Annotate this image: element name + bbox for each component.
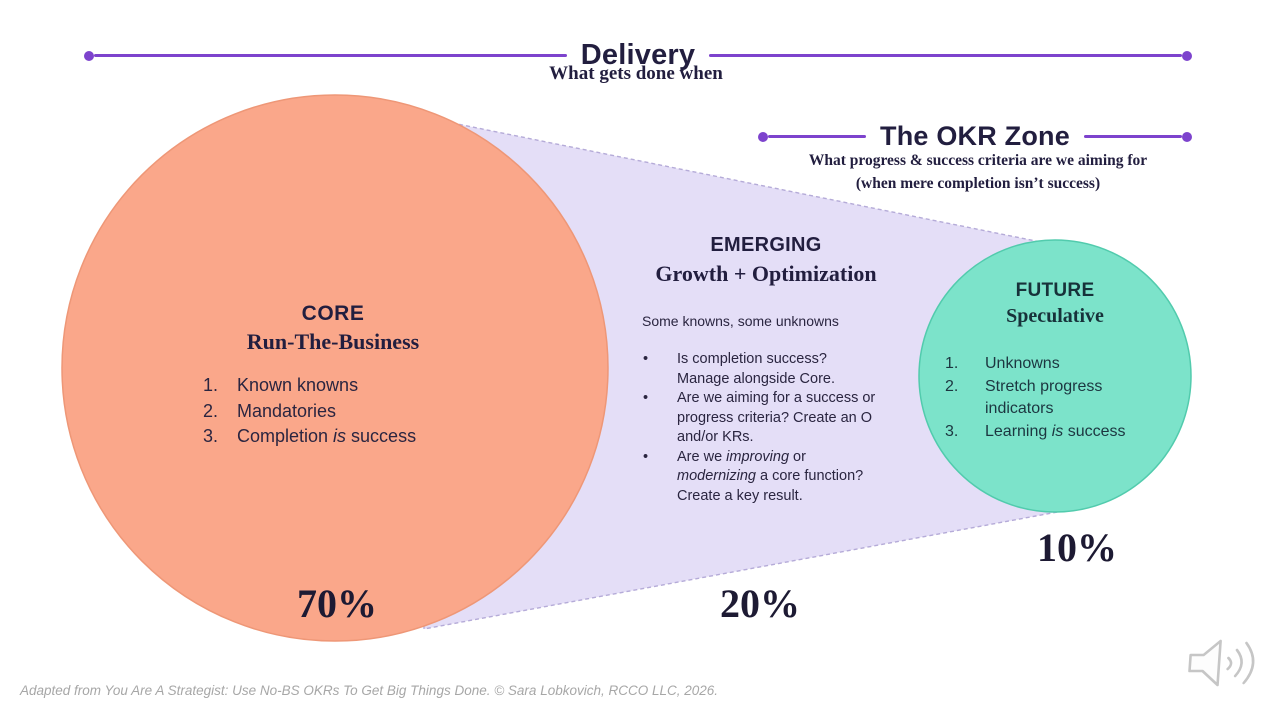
list-text: Unknowns xyxy=(985,355,1060,372)
okr-zone-subtitle-line2: (when mere completion isn’t success) xyxy=(855,175,1101,192)
emerging-percent: 20% xyxy=(720,581,800,626)
future-circle xyxy=(918,239,1192,513)
bullet-item: Are we aiming for a success or progress … xyxy=(643,389,905,448)
header-line-right xyxy=(1083,135,1182,138)
delivery-header: Delivery xyxy=(84,39,1192,72)
list-item: 3. Completion is success xyxy=(203,424,416,450)
speaker-icon[interactable] xyxy=(1180,630,1265,698)
okr-zone-subtitle-line1: What progress & success criteria are we … xyxy=(808,152,1148,169)
list-text: Completion is success xyxy=(237,426,417,446)
emerging-bullet-list: Is completion success? Manage alongside … xyxy=(643,350,905,506)
emerging-heading-block: EMERGING Growth + Optimization xyxy=(616,234,916,287)
bullet-marker xyxy=(643,350,677,389)
list-number: 2. xyxy=(203,400,219,421)
emerging-subheading: Growth + Optimization xyxy=(655,261,877,286)
list-text: Learning is success xyxy=(985,422,1126,440)
header-dot-right xyxy=(1182,131,1192,142)
core-heading: CORE xyxy=(301,302,365,325)
future-list: 1. Unknowns 2. Stretch progress indicato… xyxy=(945,353,1126,443)
delivery-subtitle: What gets done when xyxy=(549,63,723,84)
future-percent: 10% xyxy=(1037,525,1117,570)
list-number: 2. xyxy=(945,377,959,395)
okr-zone-title: The OKR Zone xyxy=(880,121,1070,151)
bullet-text: Are we improving or modernizing a core f… xyxy=(677,448,864,504)
list-item: 1. Unknowns xyxy=(945,353,1126,376)
future-heading: FUTURE xyxy=(1015,280,1095,301)
header-line-left xyxy=(768,135,867,138)
core-heading-block: CORE Run-The-Business xyxy=(133,302,533,355)
list-item: 3. Learning is success xyxy=(945,421,1126,444)
delivery-title: Delivery xyxy=(580,39,696,71)
core-circle xyxy=(61,94,609,642)
okr-zone-header: The OKR Zone xyxy=(758,121,1192,152)
list-number: 1. xyxy=(203,375,219,395)
bullet-text: Are we aiming for a success or progress … xyxy=(677,390,876,445)
bullet-item: Is completion success? Manage alongside … xyxy=(643,350,905,389)
list-number: 3. xyxy=(945,422,959,440)
list-text: Known knowns xyxy=(237,375,359,395)
emerging-heading: EMERGING xyxy=(710,234,822,256)
bullet-marker xyxy=(643,389,677,448)
list-text: Stretch progress indicators xyxy=(985,377,1103,418)
list-item: 1. Known knowns xyxy=(203,373,416,399)
list-number: 3. xyxy=(203,426,219,446)
list-number: 1. xyxy=(945,355,959,372)
core-subheading: Run-The-Business xyxy=(246,329,420,354)
future-heading-block: FUTURE Speculative xyxy=(955,280,1155,328)
emerging-note: Some knowns, some unknowns xyxy=(642,313,839,329)
list-item: 2. Stretch progress indicators xyxy=(945,376,1126,421)
attribution-text: Adapted from You Are A Strategist: Use N… xyxy=(20,683,719,698)
header-line-left xyxy=(94,54,567,57)
header-dot-left xyxy=(84,50,94,61)
bullet-item: Are we improving or modernizing a core f… xyxy=(643,448,905,507)
okr-zone-subtitle: What progress & success criteria are we … xyxy=(728,149,1228,195)
core-percent: 70% xyxy=(297,581,377,626)
header-dot-right xyxy=(1182,50,1192,61)
core-list: 1. Known knowns 2. Mandatories 3. Comple… xyxy=(203,373,416,450)
header-line-right xyxy=(709,54,1182,57)
header-dot-left xyxy=(758,131,768,142)
list-text: Mandatories xyxy=(237,400,337,421)
bullet-text: Is completion success? Manage alongside … xyxy=(677,351,835,387)
bullet-marker xyxy=(643,448,677,507)
future-subheading: Speculative xyxy=(1006,305,1104,327)
list-item: 2. Mandatories xyxy=(203,399,416,425)
